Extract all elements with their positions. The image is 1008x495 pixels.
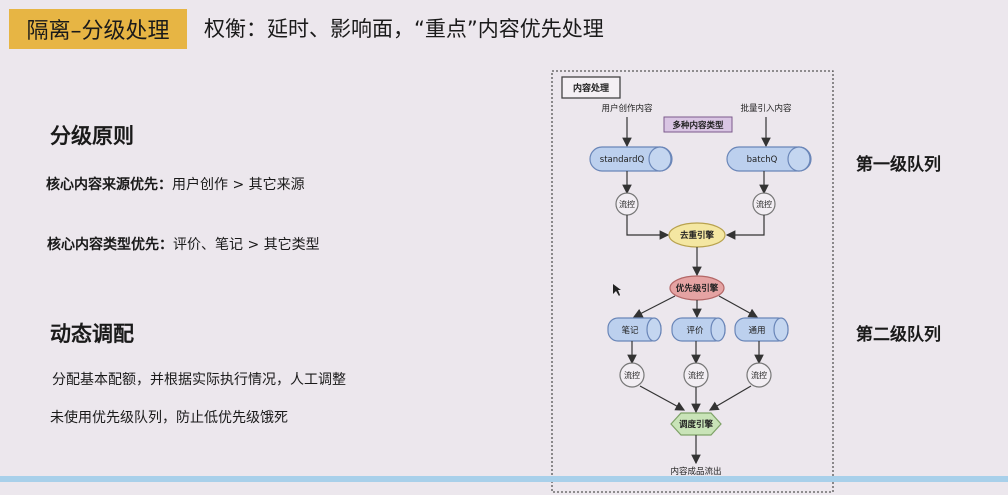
label-level1-queue: 第一级队列 — [856, 155, 941, 175]
flow-control-label: 流控 — [619, 199, 635, 209]
priority-engine: 优先级引擎 — [669, 275, 725, 301]
principle-source-priority: 核心内容来源优先：用户创作 > 其它来源 — [46, 174, 305, 194]
principle-type-priority: 核心内容类型优先：评价、笔记 > 其它类型 — [47, 234, 320, 254]
heading-dynamic-allocation: 动态调配 — [50, 322, 134, 346]
queue-notes: 笔记 — [607, 317, 662, 342]
queue-reviews: 评价 — [671, 317, 726, 342]
frame-title: 内容处理 — [573, 82, 609, 94]
flow-control-label: 流控 — [624, 370, 640, 380]
flow-control-notes: 流控 — [619, 362, 645, 388]
dedup-engine: 去重引擎 — [668, 222, 726, 248]
principle-label: 核心内容类型优先： — [47, 237, 173, 253]
output-label: 内容成品流出 — [670, 466, 721, 477]
dedup-engine-label: 去重引擎 — [680, 230, 715, 241]
priority-engine-label: 优先级引擎 — [676, 283, 719, 294]
flow-control-left: 流控 — [615, 192, 639, 216]
bottom-progress-bar — [0, 476, 1008, 482]
slide-title: 权衡：延时、影响面，“重点”内容优先处理 — [204, 17, 604, 41]
queue-notes-label: 笔记 — [621, 325, 639, 336]
flow-control-right: 流控 — [752, 192, 776, 216]
queue-batchq-label: batchQ — [747, 155, 778, 165]
mouse-cursor-icon — [613, 284, 621, 296]
allocation-item: 未使用优先级队列，防止低优先级饿死 — [50, 410, 288, 426]
section-badge: 隔离–分级处理 — [9, 9, 187, 49]
principle-label: 核心内容来源优先： — [46, 177, 172, 193]
queue-reviews-label: 评价 — [686, 326, 704, 336]
content-types-box — [663, 116, 733, 133]
queue-general-label: 通用 — [748, 325, 765, 336]
schedule-engine-label: 调度引擎 — [679, 419, 714, 430]
principle-value: 用户创作 > 其它来源 — [172, 177, 305, 193]
flow-control-label: 流控 — [751, 370, 767, 380]
content-types-label: 多种内容类型 — [672, 120, 724, 131]
label-level2-queue: 第二级队列 — [856, 325, 941, 345]
flow-control-label: 流控 — [688, 370, 704, 380]
diagram-frame — [551, 70, 834, 493]
queue-batchq: batchQ — [726, 146, 812, 172]
section-badge-text: 隔离–分级处理 — [26, 19, 170, 44]
flow-control-reviews: 流控 — [683, 362, 709, 388]
queue-general: 通用 — [734, 317, 789, 342]
principle-value: 评价、笔记 > 其它类型 — [173, 237, 320, 253]
source-batch-import: 批量引入内容 — [740, 103, 792, 114]
flow-control-label: 流控 — [756, 199, 772, 209]
frame-title-box — [561, 76, 621, 99]
queue-standardq: standardQ — [589, 146, 673, 172]
heading-grading-principles: 分级原则 — [50, 124, 134, 148]
allocation-item: 分配基本配额，并根据实际执行情况，人工调整 — [52, 372, 346, 388]
flow-control-general: 流控 — [746, 362, 772, 388]
schedule-engine: 调度引擎 — [670, 412, 722, 436]
source-user-created: 用户创作内容 — [601, 103, 653, 114]
queue-standardq-label: standardQ — [600, 155, 645, 165]
